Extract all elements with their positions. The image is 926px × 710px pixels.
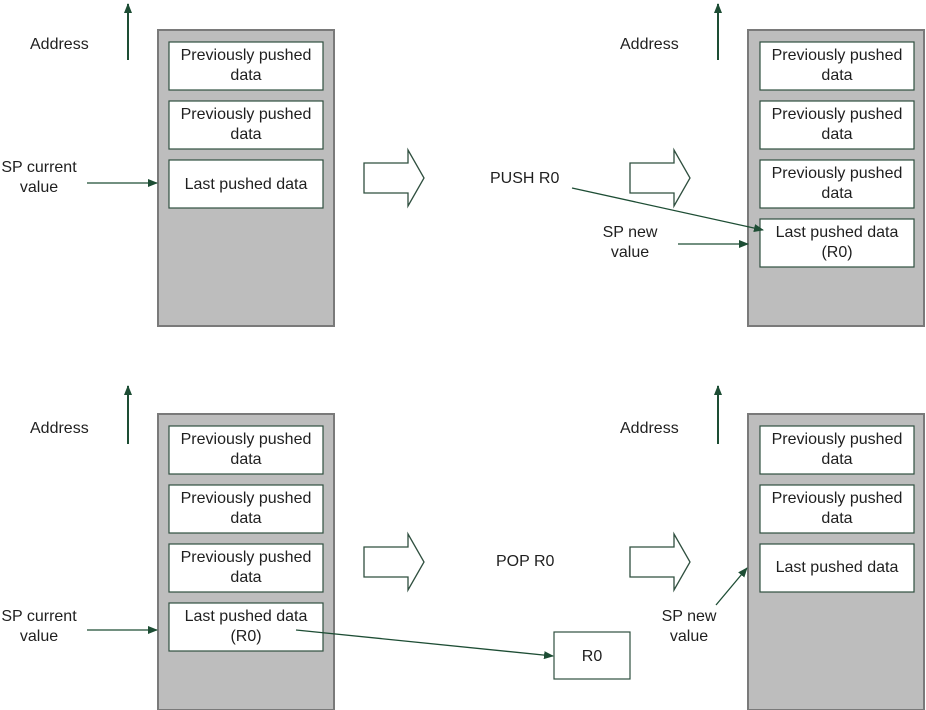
stack-cell-top — [168, 159, 324, 209]
stack-cell — [168, 543, 324, 593]
sp-new-label: value — [611, 244, 649, 261]
sp-current-label: SP current — [1, 608, 77, 625]
cell-text: data — [230, 451, 261, 468]
cell-text: data — [821, 126, 852, 143]
stack-cell-top — [168, 602, 324, 652]
cell-text: (R0) — [230, 628, 261, 645]
cell-text: Previously pushed — [772, 490, 903, 507]
sp-current-label: SP current — [1, 159, 77, 176]
flow-arrow — [363, 531, 425, 593]
stack-cell — [759, 100, 915, 150]
cell-text: data — [230, 126, 261, 143]
stack-cell — [759, 484, 915, 534]
pop-op-label: POP R0 — [496, 553, 555, 570]
sp-new-label: SP new — [662, 608, 717, 625]
cell-text: Previously pushed — [181, 431, 312, 448]
cell-text: Previously pushed — [181, 549, 312, 566]
cell-text: Last pushed data — [776, 559, 899, 576]
cell-text: data — [821, 185, 852, 202]
stack-cell — [759, 159, 915, 209]
register-r0-label: R0 — [582, 648, 603, 665]
flow-arrow — [363, 147, 425, 209]
cell-text: data — [230, 569, 261, 586]
address-label: Address — [620, 36, 679, 53]
stack-cell — [168, 100, 324, 150]
stack-cell — [759, 41, 915, 91]
address-label: Address — [30, 36, 89, 53]
address-label: Address — [620, 420, 679, 437]
stack-before-push: Address Previously pushed data Previousl… — [1, 3, 335, 327]
cell-text: Previously pushed — [772, 106, 903, 123]
cell-text: Previously pushed — [181, 47, 312, 64]
sp-new-label: value — [670, 628, 708, 645]
cell-text: data — [821, 67, 852, 84]
cell-text: Previously pushed — [181, 490, 312, 507]
cell-text: data — [230, 67, 261, 84]
cell-text: Last pushed data — [185, 608, 308, 625]
address-label: Address — [30, 420, 89, 437]
stack-cell-top — [759, 218, 915, 268]
cell-text: Previously pushed — [772, 47, 903, 64]
stack-cell-top — [759, 543, 915, 593]
cell-text: Last pushed data — [776, 224, 899, 241]
stack-cell — [168, 425, 324, 475]
sp-current-label: value — [20, 179, 58, 196]
push-op-label: PUSH R0 — [490, 170, 559, 187]
stack-cell — [168, 41, 324, 91]
sp-pointer-arrow — [715, 567, 748, 606]
register-r0-box — [553, 631, 631, 680]
flow-arrow — [629, 531, 691, 593]
stack-after-push: Address Previously pushed data Previousl… — [603, 3, 925, 327]
cell-text: Previously pushed — [772, 431, 903, 448]
cell-text: Last pushed data — [185, 176, 308, 193]
cell-text: data — [821, 451, 852, 468]
sp-current-label: value — [20, 628, 58, 645]
flow-arrow — [629, 147, 691, 209]
stack-before-pop: Address Previously pushed data Previousl… — [1, 385, 335, 710]
cell-text: (R0) — [821, 244, 852, 261]
stack-cell — [168, 484, 324, 534]
cell-text: data — [821, 510, 852, 527]
cell-text: Previously pushed — [181, 106, 312, 123]
stack-cell — [759, 425, 915, 475]
pop-data-arrow — [295, 629, 554, 660]
cell-text: Previously pushed — [772, 165, 903, 182]
stack-after-pop: Address Previously pushed data Previousl… — [620, 385, 925, 710]
cell-text: data — [230, 510, 261, 527]
push-data-arrow — [571, 187, 764, 232]
sp-new-label: SP new — [603, 224, 658, 241]
